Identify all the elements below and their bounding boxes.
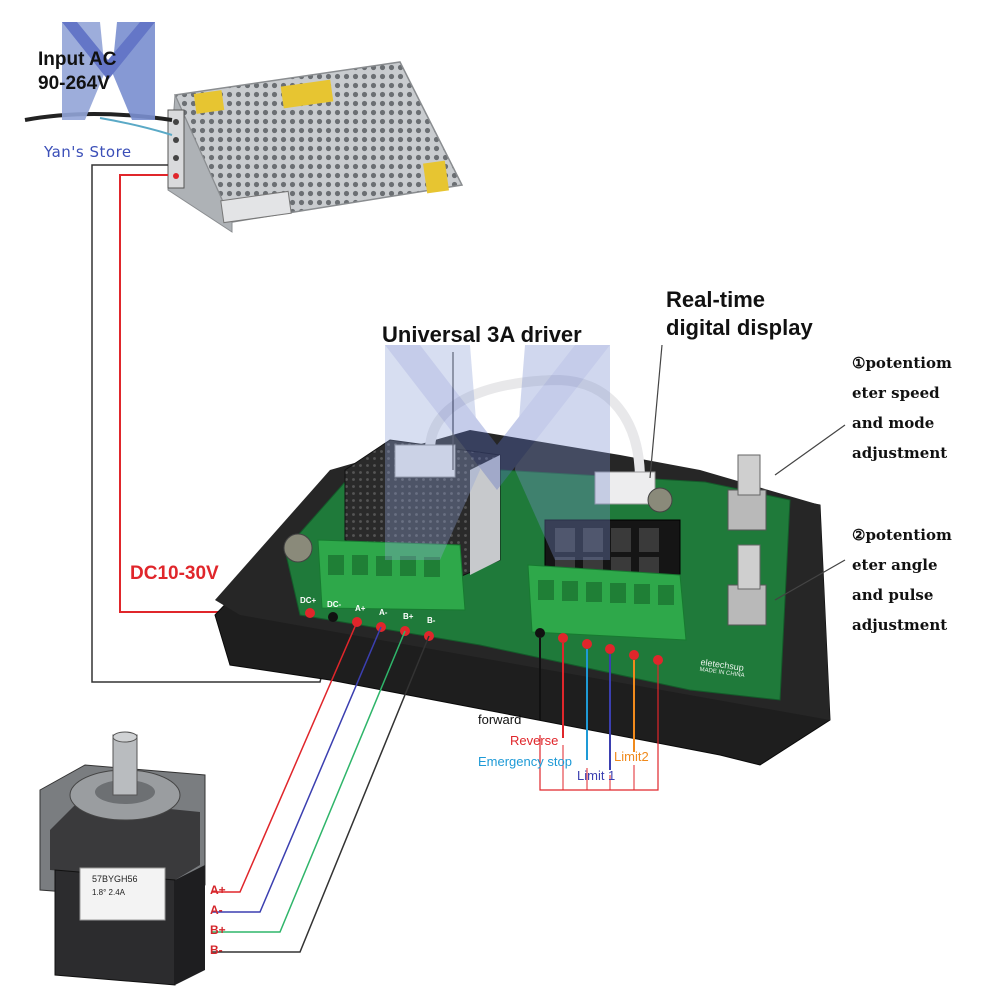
display-pointer-line bbox=[649, 344, 663, 479]
motor-wire-label-b-plus: B+ bbox=[210, 923, 226, 937]
dc-plus-wire bbox=[119, 174, 310, 613]
pot1-line-3: and mode bbox=[852, 414, 935, 432]
center-watermark bbox=[385, 345, 610, 560]
pot1-pointer-line bbox=[774, 424, 846, 476]
terminal-label-dc-plus: DC+ bbox=[300, 596, 317, 605]
potentiometer-1-label: ①potentiom eter speed and mode adjustmen… bbox=[852, 348, 952, 468]
potentiometer-1-knob bbox=[727, 454, 767, 531]
motor-wire-label-b-minus: B- bbox=[210, 943, 223, 957]
terminal-block-power bbox=[317, 539, 466, 611]
terminal-label-b-minus: B- bbox=[427, 616, 436, 625]
signal-label-limit2: Limit2 bbox=[614, 749, 649, 764]
power-input-line-2: 90-264V bbox=[38, 73, 110, 94]
pot1-line-4: adjustment bbox=[852, 444, 948, 462]
pot2-line-3: and pulse bbox=[852, 586, 934, 604]
signal-label-reverse: Reverse bbox=[510, 733, 559, 748]
terminal-label-dc-minus: DC- bbox=[327, 600, 342, 609]
driver-title: Universal 3A driver bbox=[382, 322, 582, 347]
motor-wire-b-plus bbox=[212, 630, 406, 933]
terminal-label-a-minus: A- bbox=[379, 608, 388, 617]
power-input-label: Input AC 90-264V bbox=[38, 48, 116, 96]
motor-wire-b-minus bbox=[212, 635, 430, 953]
stepper-motor bbox=[39, 731, 206, 986]
signal-label-forward: forward bbox=[478, 712, 522, 727]
capacitor-right bbox=[647, 487, 673, 513]
display-title-line-2: digital display bbox=[666, 315, 813, 340]
terminal-label-a-plus: A+ bbox=[355, 604, 366, 613]
motor-spec: 1.8° 2.4A bbox=[92, 888, 125, 897]
pot2-line-1: ②potentiom bbox=[852, 526, 952, 544]
terminal-label-b-plus: B+ bbox=[403, 612, 414, 621]
signal-label-emergency-stop: Emergency stop bbox=[478, 754, 572, 769]
signal-terminal-dots bbox=[535, 628, 663, 665]
terminal-block-signal bbox=[527, 564, 687, 641]
pot1-line-1: ①potentiom bbox=[852, 354, 952, 372]
ac-ground-wire bbox=[99, 117, 173, 136]
power-input-line-1: Input AC bbox=[38, 49, 117, 70]
display-title: Real-time digital display bbox=[666, 286, 813, 342]
supply-voltage-label: DC10-30V bbox=[130, 563, 219, 584]
store-name: Yan's Store bbox=[44, 143, 132, 161]
connector-left bbox=[394, 444, 456, 478]
signal-label-limit1: Limit 1 bbox=[577, 768, 616, 783]
ribbon-cable bbox=[425, 374, 645, 481]
pot2-line-2: eter angle bbox=[852, 556, 938, 574]
motor-wire-a-plus bbox=[212, 621, 358, 893]
display-title-line-1: Real-time bbox=[666, 287, 766, 312]
motor-wire-label-a-plus: A+ bbox=[210, 883, 226, 897]
signal-common-wire bbox=[539, 665, 659, 791]
pot2-line-4: adjustment bbox=[852, 616, 948, 634]
connector-right bbox=[594, 471, 656, 505]
pot1-line-2: eter speed bbox=[852, 384, 940, 402]
motor-model: 57BYGH56 bbox=[92, 874, 138, 884]
potentiometer-2-knob bbox=[727, 544, 767, 626]
pot2-pointer-line bbox=[774, 559, 846, 601]
motor-wire-label-a-minus: A- bbox=[210, 903, 223, 917]
motor-wire-a-minus bbox=[212, 626, 382, 913]
potentiometer-2-label: ②potentiom eter angle and pulse adjustme… bbox=[852, 520, 952, 640]
store-logo bbox=[62, 22, 155, 120]
power-supply-unit bbox=[167, 61, 464, 233]
capacitor-left bbox=[283, 533, 313, 563]
